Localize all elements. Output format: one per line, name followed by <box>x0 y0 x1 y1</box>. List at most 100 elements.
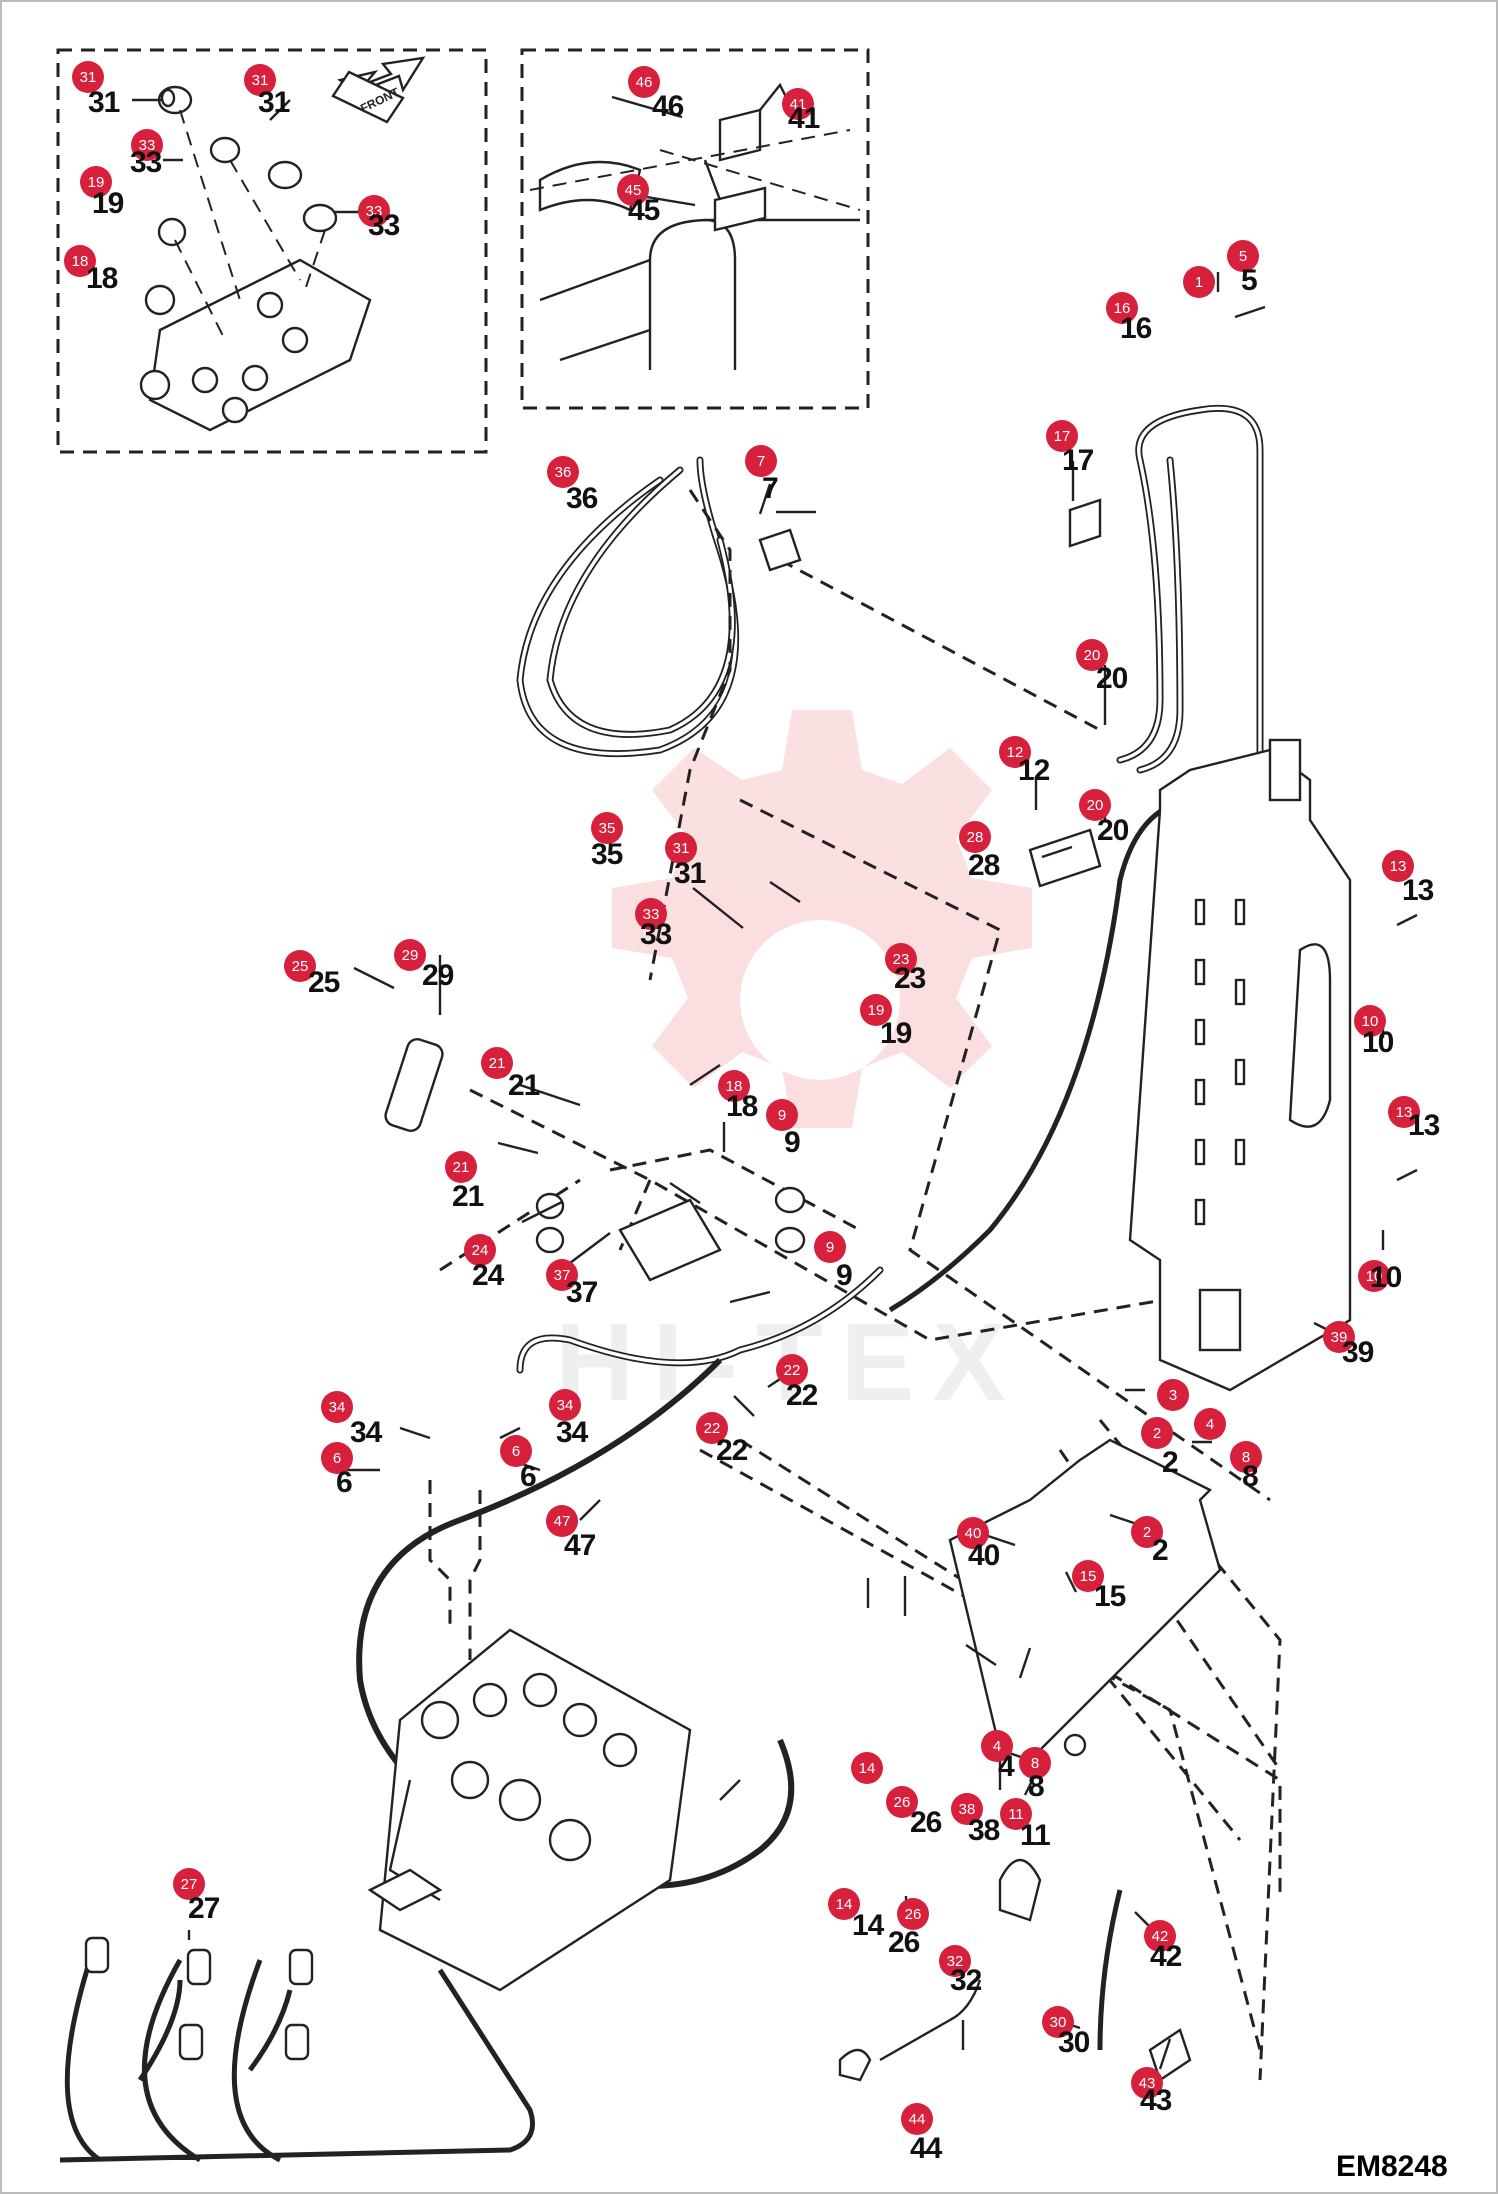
svg-text:11: 11 <box>1008 1806 1024 1823</box>
svg-text:1: 1 <box>1195 274 1203 291</box>
svg-text:36: 36 <box>566 482 598 515</box>
callout-3: 3 <box>1157 1379 1189 1411</box>
svg-text:4: 4 <box>998 1750 1015 1783</box>
hydraulic-tubes <box>356 404 1264 1889</box>
svg-text:22: 22 <box>704 1420 721 1437</box>
svg-text:6: 6 <box>512 1443 520 1460</box>
svg-text:29: 29 <box>402 947 419 964</box>
svg-text:5: 5 <box>1241 264 1257 297</box>
svg-text:5: 5 <box>1239 248 1247 265</box>
svg-text:13: 13 <box>1390 858 1407 875</box>
svg-text:37: 37 <box>554 1267 571 1284</box>
svg-text:34: 34 <box>556 1416 589 1449</box>
svg-text:4: 4 <box>1206 1416 1214 1433</box>
callout-2a: 22 <box>1141 1417 1179 1479</box>
svg-text:31: 31 <box>674 857 706 890</box>
svg-text:18: 18 <box>86 262 118 295</box>
svg-text:28: 28 <box>968 849 1000 882</box>
svg-text:2: 2 <box>1143 1524 1151 1541</box>
svg-text:13: 13 <box>1408 1109 1440 1142</box>
svg-text:18: 18 <box>726 1090 758 1123</box>
svg-text:13: 13 <box>1396 1104 1413 1121</box>
svg-text:39: 39 <box>1342 1336 1374 1369</box>
svg-text:23: 23 <box>894 962 926 995</box>
bracket-40 <box>948 1438 1222 1762</box>
svg-text:19: 19 <box>88 174 105 191</box>
svg-text:46: 46 <box>636 74 653 91</box>
svg-text:42: 42 <box>1152 1928 1169 1945</box>
inset-fittings-box <box>56 48 488 454</box>
svg-text:16: 16 <box>1114 300 1131 317</box>
svg-text:43: 43 <box>1140 2084 1172 2117</box>
svg-text:33: 33 <box>640 918 672 951</box>
callout-5: 55 <box>1227 240 1259 297</box>
svg-text:12: 12 <box>1018 754 1050 787</box>
svg-text:10: 10 <box>1370 1261 1402 1294</box>
svg-text:26: 26 <box>905 1906 922 1923</box>
svg-text:11: 11 <box>1020 1819 1050 1852</box>
svg-text:45: 45 <box>628 194 660 227</box>
svg-text:39: 39 <box>1331 1329 1348 1346</box>
svg-text:37: 37 <box>566 1276 598 1309</box>
svg-text:26: 26 <box>910 1806 942 1839</box>
inset-fittings: FRONT <box>139 56 426 432</box>
svg-text:17: 17 <box>1054 428 1071 445</box>
callout-7: 77 <box>745 445 779 505</box>
callout-1: 1 <box>1183 266 1215 298</box>
svg-text:21: 21 <box>452 1180 484 1213</box>
svg-text:20: 20 <box>1096 662 1128 695</box>
svg-text:40: 40 <box>968 1539 1000 1572</box>
svg-text:40: 40 <box>965 1525 982 1542</box>
inset-cab <box>529 82 861 370</box>
svg-text:10: 10 <box>1362 1013 1379 1030</box>
svg-text:33: 33 <box>368 209 400 242</box>
svg-text:35: 35 <box>599 820 616 837</box>
svg-text:2: 2 <box>1153 1425 1161 1442</box>
svg-text:20: 20 <box>1084 647 1101 664</box>
svg-text:43: 43 <box>1139 2075 1156 2092</box>
svg-text:25: 25 <box>292 958 309 975</box>
svg-text:31: 31 <box>88 86 120 119</box>
callout-9b: 99 <box>814 1231 853 1292</box>
svg-text:31: 31 <box>252 72 269 89</box>
svg-text:27: 27 <box>188 1892 220 1925</box>
svg-text:6: 6 <box>520 1460 536 1493</box>
svg-text:14: 14 <box>836 1896 853 1913</box>
svg-text:20: 20 <box>1097 814 1129 847</box>
svg-text:33: 33 <box>643 906 660 923</box>
svg-text:38: 38 <box>959 1801 976 1818</box>
svg-text:8: 8 <box>1242 1449 1250 1466</box>
svg-text:26: 26 <box>888 1926 920 1959</box>
watermark-gear-icon <box>612 710 1032 1128</box>
wire-harness <box>59 1868 535 2163</box>
svg-text:21: 21 <box>508 1069 540 1102</box>
svg-text:34: 34 <box>557 1397 574 1414</box>
callout-9a: 99 <box>766 1099 801 1159</box>
svg-text:29: 29 <box>422 959 454 992</box>
svg-text:24: 24 <box>472 1242 489 1259</box>
